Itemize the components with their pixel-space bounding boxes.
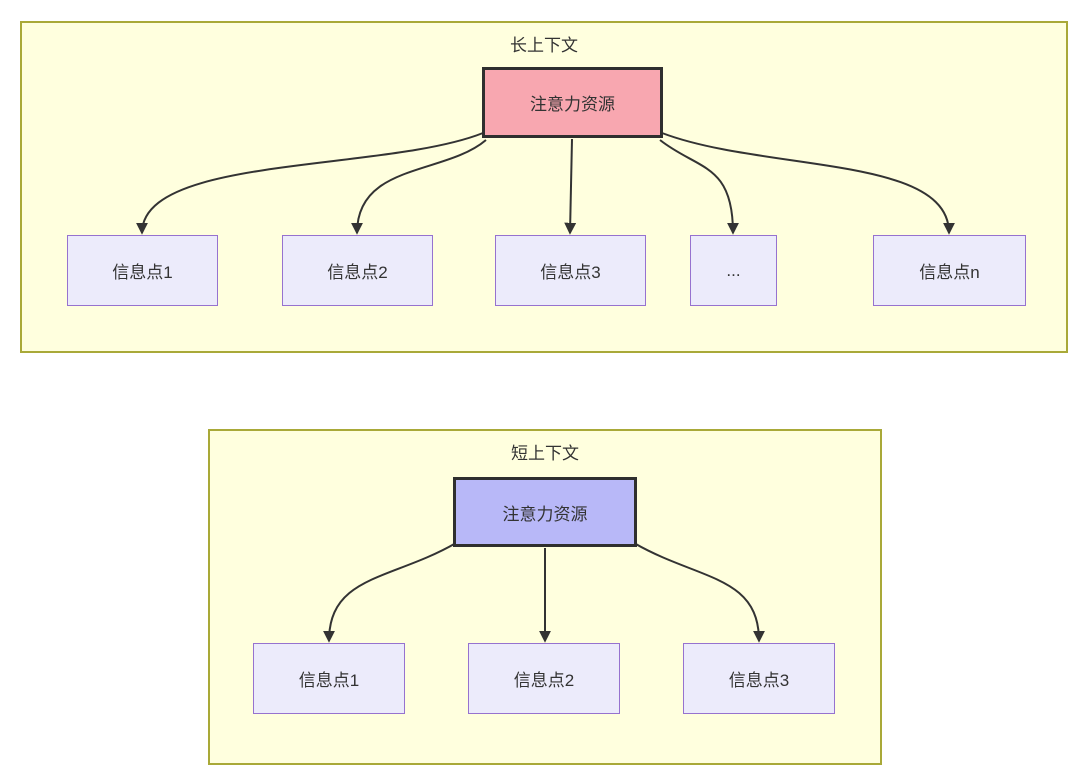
node-short-info-2: 信息点2 bbox=[468, 643, 620, 714]
section-short-context-title: 短上下文 bbox=[511, 444, 579, 463]
node-long-info-ellipsis-label: ... bbox=[726, 260, 741, 280]
node-short-info-1: 信息点1 bbox=[253, 643, 405, 714]
node-short-info-3: 信息点3 bbox=[683, 643, 835, 714]
node-long-info-1: 信息点1 bbox=[67, 235, 218, 306]
node-attention-short-label: 注意力资源 bbox=[502, 504, 588, 524]
node-long-info-n: 信息点n bbox=[873, 235, 1026, 306]
section-long-context-title: 长上下文 bbox=[510, 36, 578, 55]
node-long-info-3-label: 信息点3 bbox=[540, 263, 601, 282]
node-short-info-1-label: 信息点1 bbox=[298, 671, 360, 690]
node-long-info-2: 信息点2 bbox=[282, 235, 433, 306]
node-attention-long: 注意力资源 bbox=[482, 67, 663, 138]
node-long-info-ellipsis: ... bbox=[690, 235, 777, 306]
node-long-info-2-label: 信息点2 bbox=[327, 263, 388, 282]
node-long-info-n-label: 信息点n bbox=[919, 263, 980, 282]
node-long-info-1-label: 信息点1 bbox=[112, 263, 173, 282]
node-long-info-3: 信息点3 bbox=[495, 235, 646, 306]
node-short-info-3-label: 信息点3 bbox=[728, 671, 790, 690]
node-short-info-2-label: 信息点2 bbox=[513, 671, 575, 690]
node-attention-short: 注意力资源 bbox=[453, 477, 637, 547]
node-attention-long-label: 注意力资源 bbox=[530, 95, 615, 114]
